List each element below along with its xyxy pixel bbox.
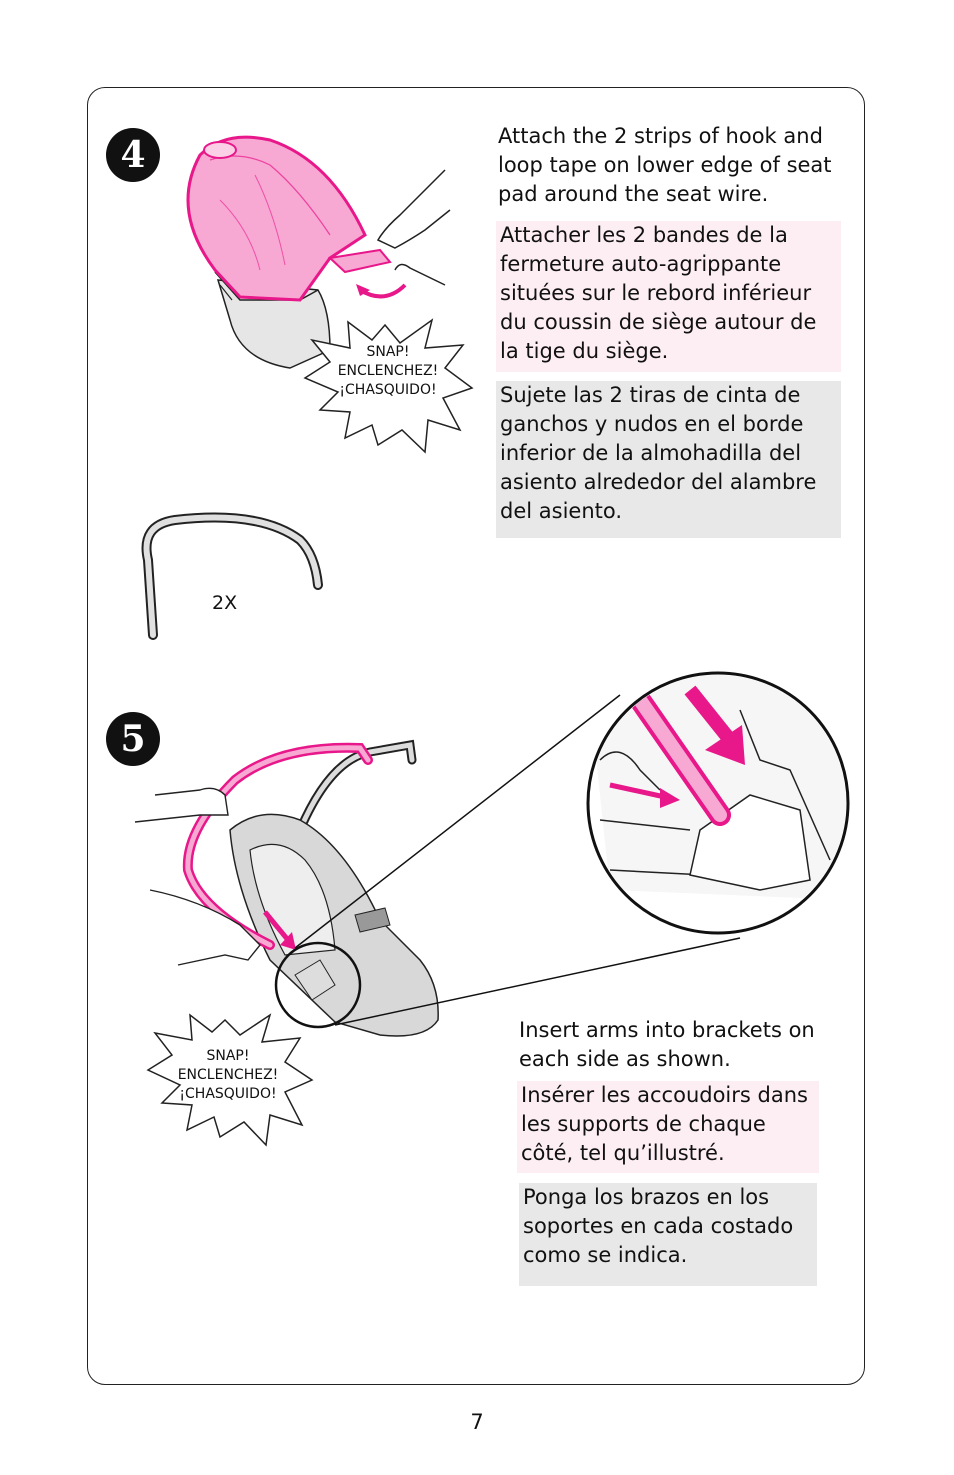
page-frame: [87, 87, 865, 1385]
quantity-label: 2X: [212, 592, 238, 614]
step5-english-text: Insert arms into brackets on each side a…: [519, 1018, 815, 1071]
page-number: 7: [470, 1410, 484, 1434]
step4-english-text: Attach the 2 strips of hook and loop tap…: [498, 124, 832, 206]
snap-burst-text: SNAP! ENCLENCHEZ! ¡CHASQUIDO!: [177, 1048, 279, 1102]
step-number-5: 5: [106, 712, 160, 766]
snap-burst: [146, 1013, 314, 1147]
seat-pad-illustration: [186, 135, 451, 369]
step4-spanish-text: Sujete las 2 tiras de cinta de ganchos y…: [496, 381, 841, 538]
snap-burst-text: SNAP! ENCLENCHEZ! ¡CHASQUIDO!: [337, 344, 439, 398]
step5-spanish-text: Ponga los brazos en los soportes en cada…: [519, 1183, 817, 1286]
step4-french-text: Attacher les 2 bandes de la fermeture au…: [496, 221, 841, 372]
step-number-4: 4: [106, 128, 160, 182]
step5-french-text: Insérer les accoudoirs dans les supports…: [517, 1081, 819, 1173]
seat-arm-illustration: [134, 671, 850, 1037]
snap-burst: [303, 318, 474, 454]
